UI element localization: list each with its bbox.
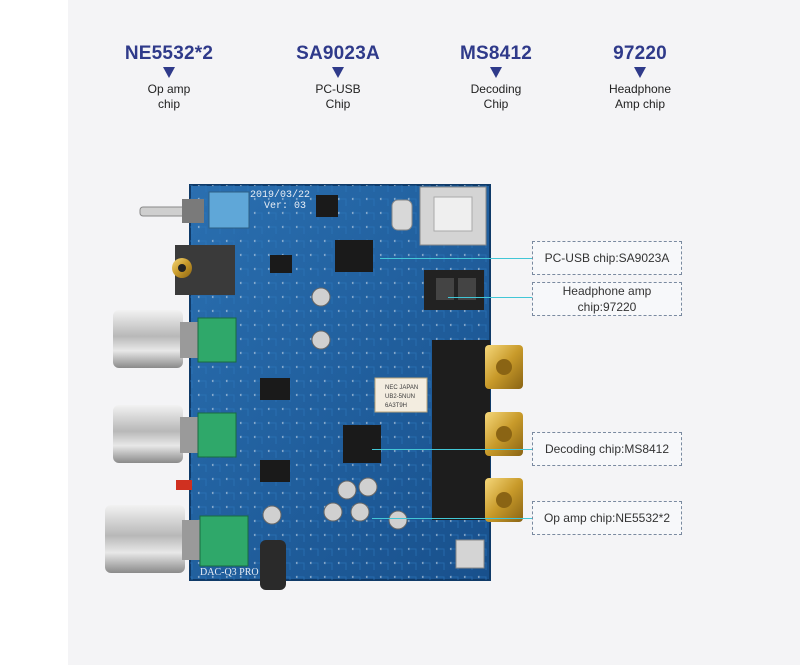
chip-ne5532-2 xyxy=(260,460,290,482)
leader-line-op-amp xyxy=(372,518,532,519)
leader-line-headphone xyxy=(448,297,532,298)
label-decoding: MS8412 Decoding Chip xyxy=(421,43,571,112)
callout-headphone: Headphone amp chip:97220 xyxy=(532,282,682,316)
headphone-jack xyxy=(172,245,235,295)
label-pc-usb-desc-1: PC-USB xyxy=(315,82,361,96)
label-headphone: 97220 Headphone Amp chip xyxy=(565,43,715,112)
arrow-down-icon xyxy=(163,67,175,78)
callout-pc-usb: PC-USB chip:SA9023A xyxy=(532,241,682,275)
relay xyxy=(374,377,428,413)
callout-op-amp: Op amp chip:NE5532*2 xyxy=(532,501,682,535)
label-op-amp: NE5532*2 Op amp chip xyxy=(94,43,244,112)
chip-ms8412 xyxy=(343,425,381,463)
leader-line-decoding xyxy=(372,449,532,450)
label-op-amp-desc-1: Op amp xyxy=(147,82,191,96)
rca-jack-2 xyxy=(485,412,523,456)
rca-jack-3 xyxy=(485,478,523,522)
label-headphone-chip: 97220 xyxy=(613,43,667,64)
led xyxy=(176,480,192,490)
callout-decoding: Decoding chip:MS8412 xyxy=(532,432,682,466)
label-decoding-desc-1: Decoding xyxy=(470,82,522,96)
label-pc-usb: SA9023A PC-USB Chip xyxy=(263,43,413,112)
capacitors xyxy=(260,287,408,590)
relay-text-1: NEC JAPAN xyxy=(385,385,418,391)
callout-pc-usb-text: PC-USB chip:SA9023A xyxy=(544,251,670,265)
leader-line-pc-usb xyxy=(380,258,532,259)
callout-op-amp-text: Op amp chip:NE5532*2 xyxy=(543,511,671,525)
toggle-switch xyxy=(139,191,250,229)
chip-ne5532-1 xyxy=(260,378,290,400)
chip-regulator xyxy=(316,195,338,217)
label-headphone-desc-1: Headphone xyxy=(608,82,672,96)
crystal xyxy=(391,199,413,231)
board-model: DAC-Q3 PRO xyxy=(200,567,259,578)
relay-text-3: 6A3T9H xyxy=(385,403,407,409)
volume-knob-3 xyxy=(105,505,249,573)
rca-jack-1 xyxy=(485,345,523,389)
label-pc-usb-desc-2: Chip xyxy=(325,97,351,111)
label-decoding-chip: MS8412 xyxy=(460,43,532,64)
rca-block xyxy=(432,340,490,520)
micro-usb-connector xyxy=(455,539,485,569)
volume-knob-2 xyxy=(113,405,237,463)
board-version: Ver: 03 xyxy=(264,201,306,212)
label-op-amp-desc-2: chip xyxy=(157,97,180,111)
arrow-down-icon xyxy=(490,67,502,78)
label-pc-usb-chip: SA9023A xyxy=(296,43,380,64)
label-decoding-desc-2: Chip xyxy=(483,97,509,111)
arrow-down-icon xyxy=(332,67,344,78)
volume-knob-1 xyxy=(113,310,237,368)
optical-connector xyxy=(424,270,484,310)
relay-text-2: UB2-5NUN xyxy=(385,394,415,400)
chip-sa9023a xyxy=(335,240,373,272)
callout-headphone-text-2: chip:97220 xyxy=(577,300,637,314)
usb-b-connector xyxy=(419,186,487,246)
arrow-down-icon xyxy=(634,67,646,78)
label-op-amp-chip: NE5532*2 xyxy=(124,43,214,64)
board-date: 2019/03/22 xyxy=(250,189,310,201)
callout-headphone-text-1: Headphone amp xyxy=(562,284,652,298)
label-headphone-desc-2: Amp chip xyxy=(614,97,666,111)
chip-97220 xyxy=(270,255,292,273)
callout-decoding-text: Decoding chip:MS8412 xyxy=(544,442,670,456)
